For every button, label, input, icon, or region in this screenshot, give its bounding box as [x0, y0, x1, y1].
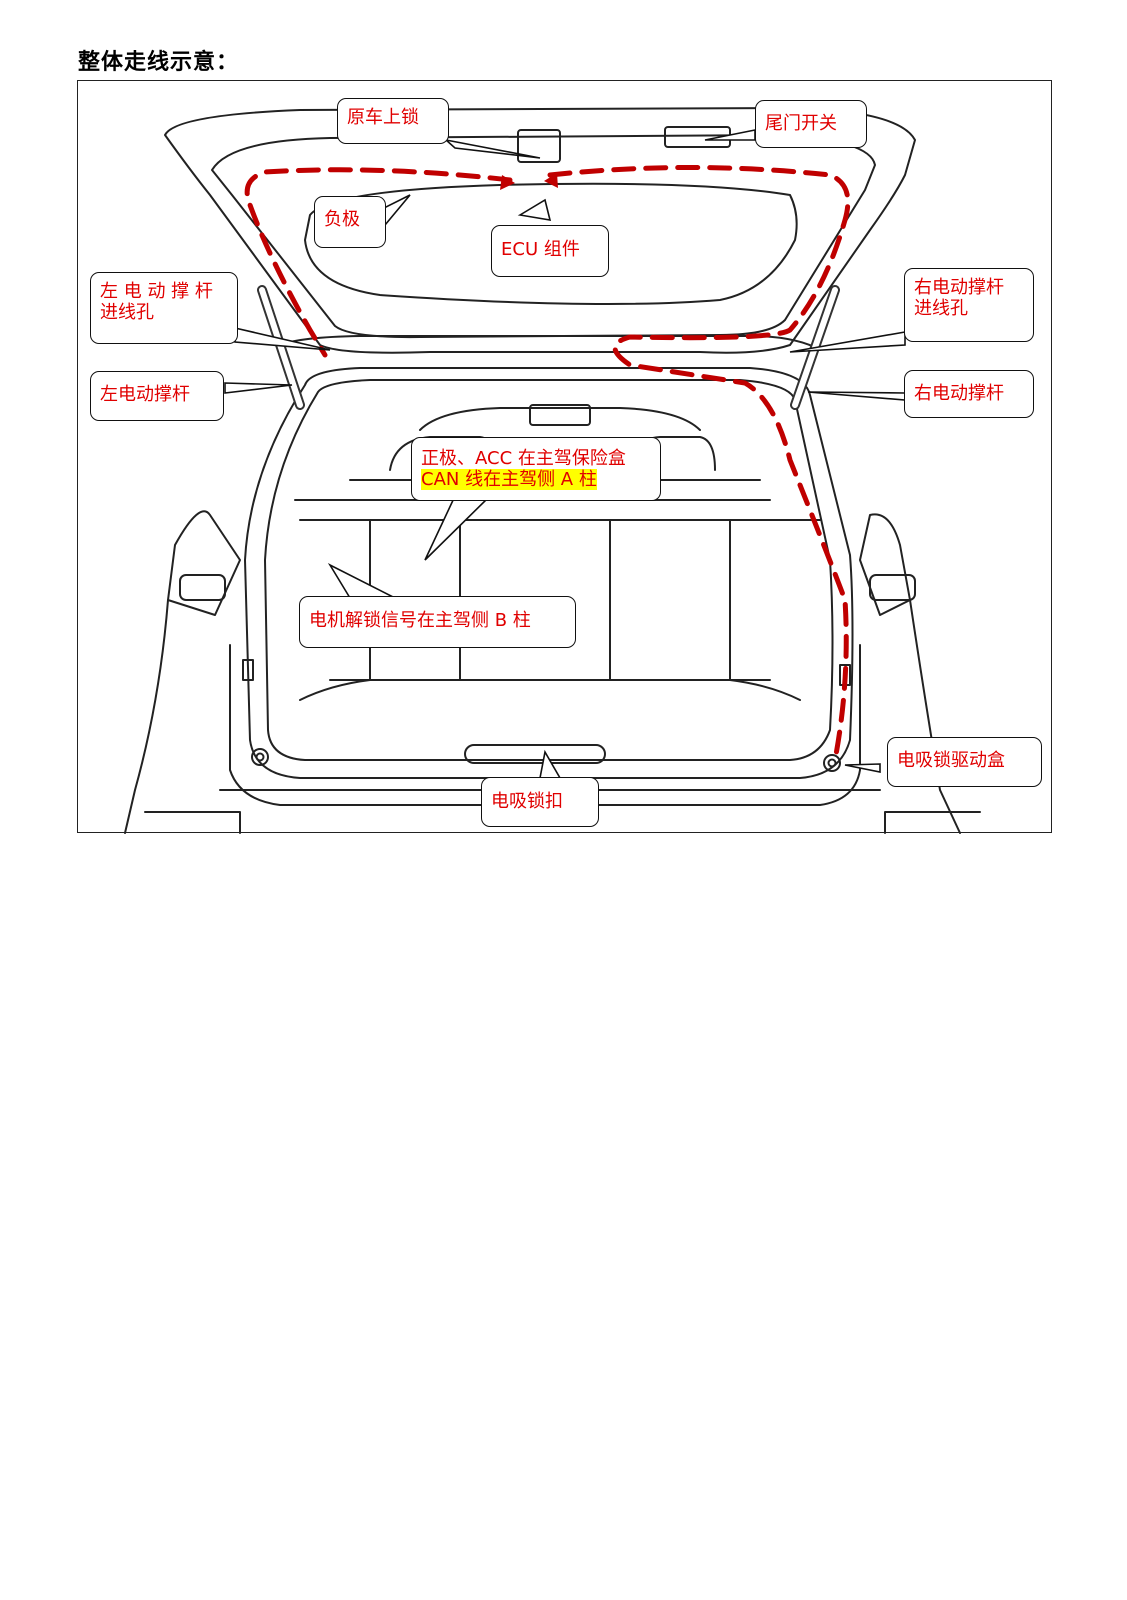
label-left-strut-hole-line2: 进线孔	[100, 302, 154, 323]
callout-motor-unlock: 电机解锁信号在主驾侧 B 柱	[299, 596, 576, 648]
wire-arrowheads	[500, 173, 558, 190]
label-tailgate-switch: 尾门开关	[765, 113, 837, 134]
wire-route	[244, 165, 851, 763]
label-ecu: ECU 组件	[501, 239, 580, 260]
callout-leaders	[224, 129, 906, 779]
label-can-line2: CAN 线在主驾侧 A 柱	[421, 469, 597, 490]
label-right-strut-hole-line1: 右电动撑杆	[914, 277, 1004, 298]
callout-left-strut-hole: 左 电 动 撑 杆 进线孔	[90, 272, 238, 344]
label-right-strut: 右电动撑杆	[914, 383, 1004, 404]
callout-soft-close-latch: 电吸锁扣	[481, 777, 599, 827]
callout-right-strut: 右电动撑杆	[904, 370, 1034, 418]
callout-negative: 负极	[314, 196, 386, 248]
callout-ecu: ECU 组件	[491, 225, 609, 277]
callout-tailgate-switch: 尾门开关	[755, 100, 867, 148]
page-title: 整体走线示意：	[78, 50, 240, 75]
callout-right-strut-hole: 右电动撑杆 进线孔	[904, 268, 1034, 342]
diagram-frame	[77, 80, 1052, 833]
callout-original-lock: 原车上锁	[337, 98, 449, 144]
label-soft-close-latch: 电吸锁扣	[491, 791, 563, 812]
callout-soft-close-driver: 电吸锁驱动盒	[887, 737, 1042, 787]
label-left-strut-hole-line1: 左 电 动 撑 杆	[100, 281, 213, 302]
callout-power-can: 正极、ACC 在主驾保险盒 CAN 线在主驾侧 A 柱	[411, 437, 661, 501]
label-motor-unlock: 电机解锁信号在主驾侧 B 柱	[309, 610, 531, 631]
label-right-strut-hole-line2: 进线孔	[914, 298, 968, 319]
label-negative: 负极	[324, 209, 360, 230]
callout-left-strut: 左电动撑杆	[90, 371, 224, 421]
label-soft-close-driver: 电吸锁驱动盒	[897, 750, 1005, 771]
label-original-lock: 原车上锁	[347, 107, 419, 128]
label-power-line1: 正极、ACC 在主驾保险盒	[421, 448, 626, 469]
label-left-strut: 左电动撑杆	[100, 384, 190, 405]
